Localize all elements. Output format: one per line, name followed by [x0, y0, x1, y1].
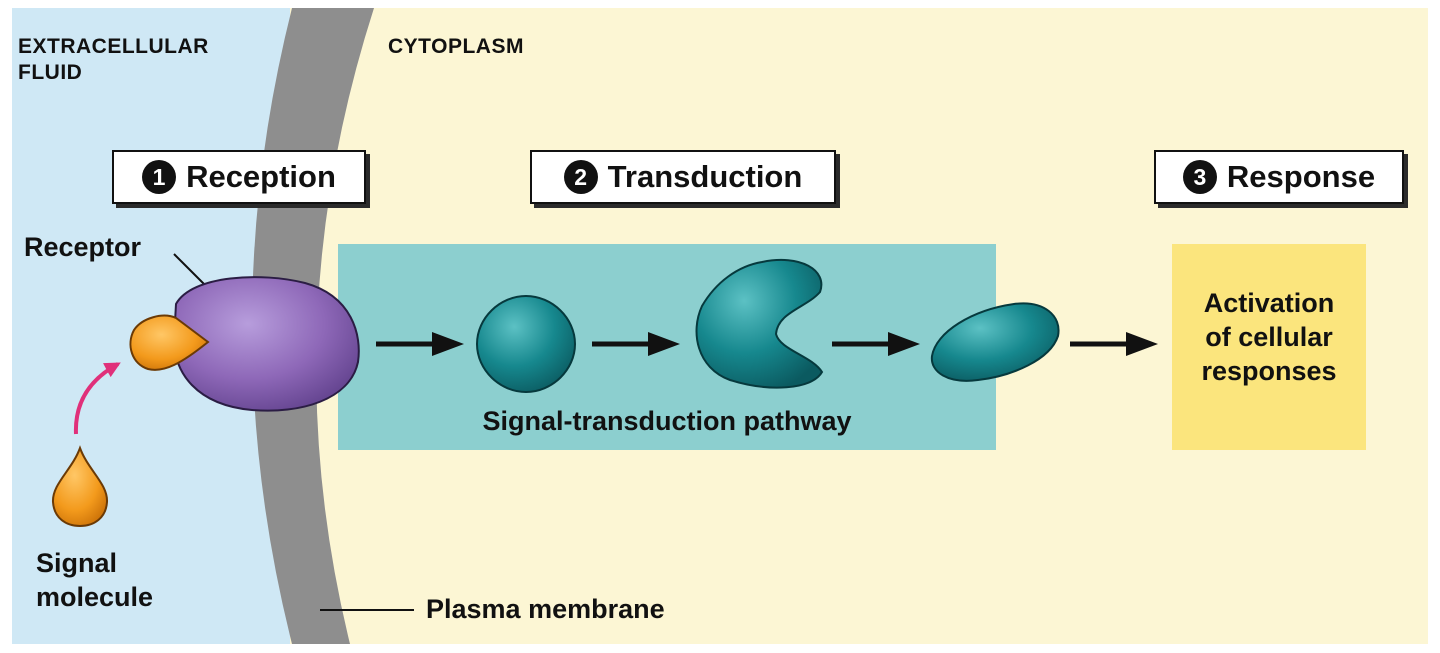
relay-molecule-2	[695, 258, 824, 389]
step-3-number-badge: 3	[1182, 160, 1217, 194]
receptor-leader-line	[173, 253, 209, 289]
cytoplasm-label: CYTOPLASM	[388, 35, 524, 58]
response-label-line-2: of cellular	[1205, 322, 1333, 352]
response-box	[1172, 244, 1366, 450]
signal-molecule-label-line-1: Signal	[36, 548, 118, 578]
step-1-label: Reception	[186, 159, 336, 194]
bound-signal-molecule	[129, 314, 210, 371]
plasma-membrane-label: Plasma membrane	[426, 594, 665, 624]
response-label: Activation of cellular responses	[1172, 286, 1366, 388]
signal-molecule-label-line-2: molecule	[36, 582, 154, 612]
signal-molecule-label: Signal molecule	[36, 546, 153, 614]
step-3-label: Response	[1226, 159, 1376, 194]
binding-arrow	[73, 362, 121, 435]
step-2-number-badge: 2	[563, 160, 598, 194]
relay-molecule-1	[475, 294, 577, 394]
extracellular-fluid-label-line-2: FLUID	[18, 61, 83, 84]
pathway-label: Signal-transduction pathway	[482, 406, 852, 436]
step-response-box: 3 Response	[1154, 150, 1404, 204]
free-signal-molecule	[51, 445, 109, 528]
receptor-protein	[172, 276, 360, 412]
arrow-relay-1-to-relay-2	[592, 332, 680, 356]
receptor-label: Receptor	[24, 232, 142, 262]
arrow-relay-2-to-relay-3	[832, 332, 920, 356]
extracellular-fluid-label-line-1: EXTRACELLULAR	[18, 35, 209, 58]
response-label-line-3: responses	[1201, 356, 1337, 386]
step-1-number-badge: 1	[142, 160, 177, 194]
step-2-label: Transduction	[607, 159, 803, 194]
extracellular-fluid-label: EXTRACELLULAR FLUID	[18, 34, 209, 86]
arrow-receptor-to-relay-1	[376, 332, 464, 356]
step-transduction-box: 2 Transduction	[530, 150, 836, 204]
step-reception-box: 1 Reception	[112, 150, 366, 204]
arrow-relay-3-to-response	[1070, 332, 1158, 356]
relay-molecule-3	[930, 302, 1060, 382]
response-label-line-1: Activation	[1203, 288, 1335, 318]
